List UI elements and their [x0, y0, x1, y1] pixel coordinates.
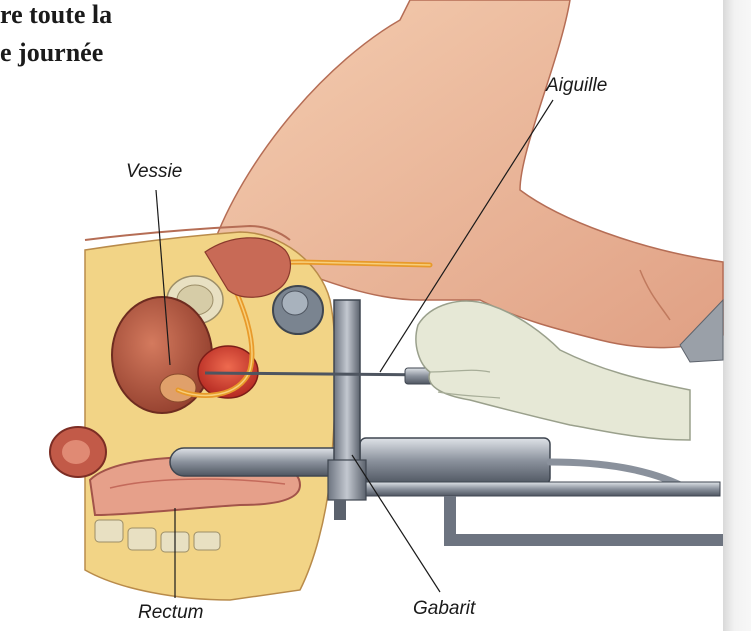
- label-needle: Aiguille: [546, 75, 607, 97]
- probe-handle: [360, 438, 550, 484]
- template-grid-plate: [334, 300, 360, 470]
- heading-line-1: re toute la: [0, 0, 112, 30]
- template-bracket: [328, 460, 366, 500]
- base-frame: [450, 496, 723, 540]
- base-rail: [340, 482, 720, 496]
- label-template: Gabarit: [413, 598, 475, 620]
- heading-line-2: e journée: [0, 38, 103, 68]
- colon-loop-inner: [62, 440, 90, 464]
- testicle-inner: [282, 291, 308, 315]
- label-bladder: Vessie: [126, 161, 182, 183]
- template-foot: [334, 500, 346, 520]
- label-rectum: Rectum: [138, 602, 203, 624]
